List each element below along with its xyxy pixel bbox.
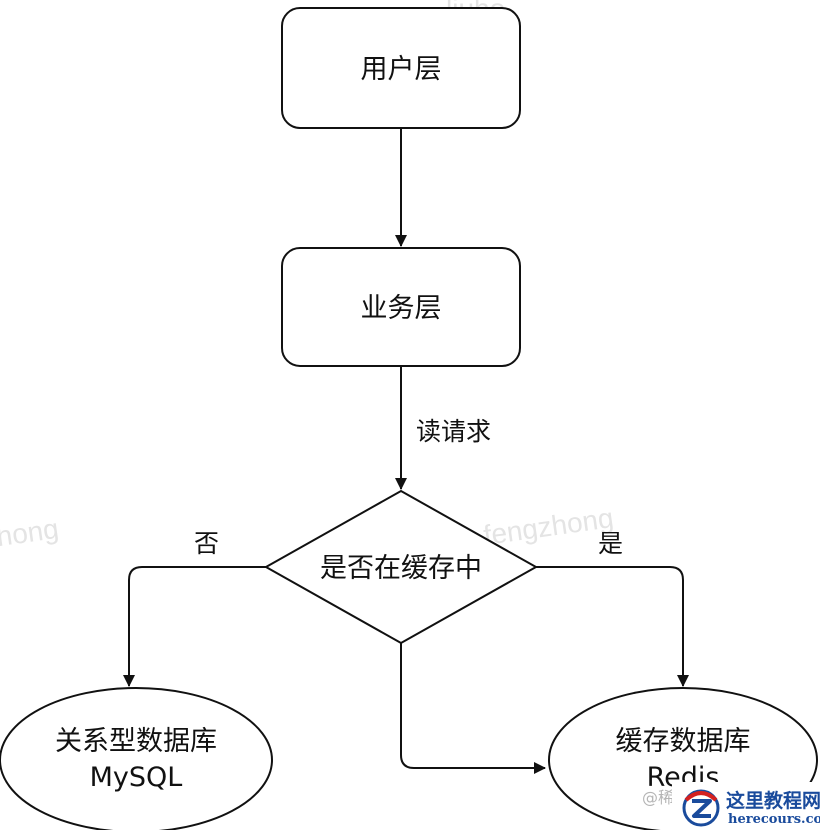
logo-url: herecours.com: [728, 812, 820, 827]
decision-label: 是否在缓存中: [320, 553, 482, 584]
site-logo: 这里教程网 herecours.com: [672, 782, 820, 830]
redis-label-line1: 缓存数据库: [616, 726, 751, 757]
no-label: 否: [194, 529, 219, 558]
edge-yes-to-redis: [536, 566, 689, 687]
yes-label: 是: [598, 529, 623, 558]
mysql-ellipse: [0, 687, 273, 830]
edge-no-to-mysql: [123, 566, 266, 687]
watermark-center: fengzhong: [482, 502, 616, 551]
mysql-label-line1: 关系型数据库: [55, 726, 217, 757]
logo-title: 这里教程网: [726, 789, 820, 812]
edge-decision-to-redis-bottom: [400, 643, 546, 774]
logo-badge-icon: [682, 789, 720, 827]
read-request-label: 读请求: [416, 417, 491, 446]
mysql-label-line2: MySQL: [90, 762, 183, 793]
business-layer-label: 业务层: [361, 293, 442, 324]
user-layer-label: 用户层: [361, 54, 442, 85]
watermark-bottom: @稀: [642, 788, 674, 807]
watermark-left: hong: [0, 513, 61, 552]
